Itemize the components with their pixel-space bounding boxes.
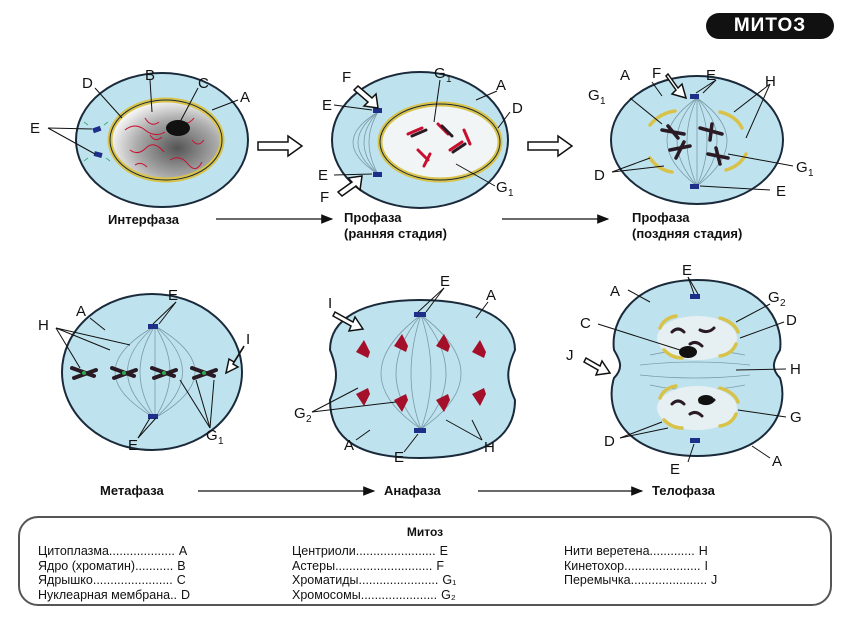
label-E: E	[440, 273, 450, 290]
label-E: E	[30, 120, 40, 137]
page-title: МИТОЗ	[706, 13, 834, 39]
label-G1-sub: 1	[508, 188, 514, 199]
interphase-cell	[75, 72, 249, 208]
label-G: G	[790, 409, 802, 426]
stage-names: Интерфаза Профаза (ранняя стадия) Профаз…	[100, 210, 742, 498]
legend-item: Хромосомы......................G₂	[292, 587, 456, 602]
label-G1-sub: 1	[808, 168, 814, 179]
stage-name-interphase: Интерфаза	[108, 212, 180, 227]
label-D: D	[512, 100, 523, 117]
label-I: I	[246, 331, 250, 348]
label-A: A	[620, 67, 630, 84]
label-E: E	[706, 67, 716, 84]
progression-lines	[198, 214, 644, 496]
label-C: C	[198, 75, 209, 92]
label-A: A	[486, 287, 496, 304]
stage-name-late-prophase: Профаза	[632, 210, 690, 225]
legend-item: Кинетохор......................I	[564, 558, 709, 573]
legend-column-1: Цитоплазма...................A Ядро (хро…	[38, 544, 190, 602]
legend-item: Перемычка......................J	[564, 573, 718, 587]
label-D: D	[594, 167, 605, 184]
label-C: C	[580, 315, 591, 332]
legend-title: Митоз	[406, 525, 444, 539]
label-H: H	[790, 361, 801, 378]
stage-name-metaphase: Метафаза	[100, 483, 165, 498]
label-D: D	[786, 312, 797, 329]
anaphase-cell	[328, 298, 517, 460]
label-G1: G	[796, 159, 808, 176]
legend-item: Хроматиды.......................G₁	[292, 573, 457, 587]
label-G2-sub: 2	[306, 414, 312, 425]
label-A: A	[76, 303, 86, 320]
legend-item: Центриоли.......................E	[292, 544, 448, 558]
legend-item: Ядро (хроматин)...........B	[38, 558, 186, 573]
label-E: E	[670, 461, 680, 478]
stage-name-late-prophase-sub: (поздняя стадия)	[632, 226, 742, 241]
label-H: H	[38, 317, 49, 334]
legend-item: Астеры............................F	[292, 558, 444, 573]
label-F: F	[652, 65, 661, 82]
label-G1: G	[588, 87, 600, 104]
label-H: H	[765, 73, 776, 90]
label-E: E	[682, 262, 692, 279]
label-pointer-arrows	[224, 72, 688, 376]
label-G1-sub: 1	[218, 436, 224, 447]
label-A: A	[772, 453, 782, 470]
legend-column-2: Центриоли.......................E Астеры…	[292, 544, 456, 602]
letter-labels: D B C A E F E G 1 A D E G 1 F F A E H G …	[30, 65, 814, 478]
metaphase-cell	[61, 293, 243, 451]
label-A: A	[240, 89, 250, 106]
label-G1-sub: 1	[446, 74, 452, 85]
label-F: F	[320, 189, 329, 206]
label-E: E	[318, 167, 328, 184]
legend-item: Нити веретена.............H	[564, 544, 708, 558]
telophase-cell	[610, 278, 784, 458]
label-G1: G	[206, 427, 218, 444]
label-A: A	[610, 283, 620, 300]
label-G1: G	[434, 65, 446, 82]
label-G1-sub: 1	[600, 96, 606, 107]
label-H: H	[484, 439, 495, 456]
stage-name-early-prophase: Профаза	[344, 210, 402, 225]
stage-arrows	[257, 134, 574, 158]
late-prophase-cell	[610, 75, 784, 205]
label-A: A	[496, 77, 506, 94]
legend-column-3: Нити веретена.............H Кинетохор...…	[564, 544, 717, 588]
label-E: E	[128, 437, 138, 454]
legend-box: Митоз Цитоплазма...................A Ядр…	[18, 516, 832, 606]
label-I: I	[328, 295, 332, 312]
label-G2-sub: 2	[780, 298, 786, 309]
label-D: D	[604, 433, 615, 450]
legend-item: Цитоплазма...................A	[38, 544, 188, 558]
legend-item: Нуклеарная мембрана..D	[38, 587, 191, 602]
label-E: E	[168, 287, 178, 304]
leader-lines	[47, 79, 794, 463]
label-G1: G	[496, 179, 508, 196]
legend-item: Ядрышко.......................C	[38, 573, 186, 587]
label-D: D	[82, 75, 93, 92]
label-F: F	[342, 69, 351, 86]
stage-name-anaphase: Анафаза	[384, 483, 442, 498]
label-E: E	[322, 97, 332, 114]
label-B: B	[145, 67, 155, 84]
label-E: E	[776, 183, 786, 200]
label-E: E	[394, 449, 404, 466]
stage-name-early-prophase-sub: (ранняя стадия)	[344, 226, 447, 241]
stage-name-telophase: Телофаза	[652, 483, 716, 498]
label-G2: G	[294, 405, 306, 422]
label-J: J	[566, 347, 574, 364]
label-A: A	[344, 437, 354, 454]
label-G2: G	[768, 289, 780, 306]
